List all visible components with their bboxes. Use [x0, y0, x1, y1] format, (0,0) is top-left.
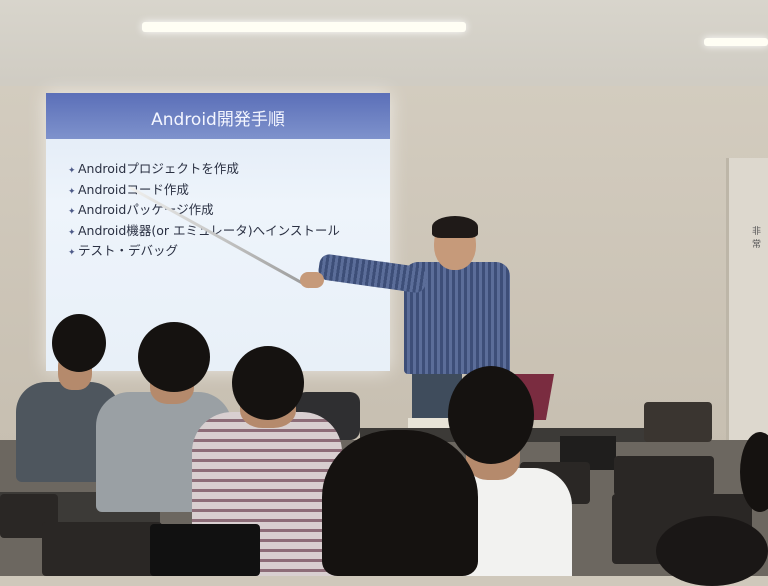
audience-head [322, 430, 478, 576]
chair [614, 456, 714, 496]
slide-bullet: ✦テスト・デバッグ [68, 241, 340, 262]
slide-bullet: ✦Androidプロジェクトを作成 [68, 159, 340, 180]
presenter-hair [432, 216, 478, 238]
bullet-icon: ✦ [68, 227, 76, 238]
slide-bullet: ✦Androidパッケージ作成 [68, 200, 340, 221]
bullet-icon: ✦ [68, 207, 76, 217]
slide-title-bar [46, 93, 390, 139]
audience-head [232, 346, 304, 420]
audience-head [656, 516, 768, 586]
ceiling-light [142, 22, 466, 32]
bullet-icon: ✦ [68, 186, 76, 197]
ceiling-light [704, 38, 768, 46]
audience-head [52, 314, 106, 372]
audience-head [138, 322, 210, 392]
slide-bullet: ✦Android機器(or エミュレータ)へインストール [68, 221, 340, 242]
ceiling [0, 0, 768, 92]
door [726, 158, 768, 458]
papers [408, 418, 452, 428]
presenter-hand [300, 272, 324, 288]
projection-screen: Android開発手順 ✦Androidプロジェクトを作成 ✦Androidコー… [46, 93, 390, 371]
slide-title: Android開発手順 [151, 110, 285, 130]
bullet-icon: ✦ [68, 248, 76, 258]
slide-bullet-list: ✦Androidプロジェクトを作成 ✦Androidコード作成 ✦Android… [68, 159, 340, 262]
backpack [150, 524, 260, 576]
door-sign: 非常 [752, 227, 762, 250]
chair [644, 402, 712, 442]
bullet-icon: ✦ [68, 166, 76, 176]
audience-head [740, 432, 768, 512]
audience-head [448, 366, 534, 464]
chair [42, 522, 162, 576]
slide-bullet: ✦Androidコード作成 [68, 180, 340, 201]
